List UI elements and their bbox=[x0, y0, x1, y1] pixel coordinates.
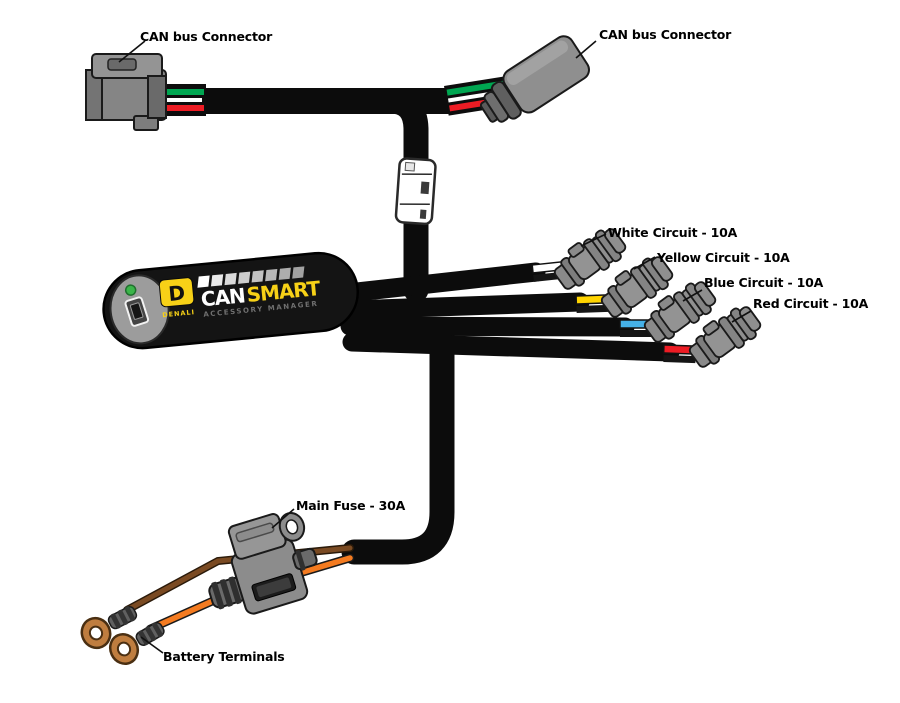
logo-squares bbox=[197, 266, 305, 288]
label-can-left: CAN bus Connector bbox=[140, 29, 273, 44]
battery-terminal-ground bbox=[80, 606, 138, 650]
usb-port bbox=[124, 296, 150, 327]
label-yellow-circuit: Yellow Circuit - 10A bbox=[656, 250, 790, 265]
label-can-right: CAN bus Connector bbox=[599, 27, 732, 42]
can-connector-left bbox=[85, 53, 167, 131]
leader-can-left bbox=[118, 40, 146, 63]
logo-emblem bbox=[158, 277, 195, 308]
label-battery-terminals: Battery Terminals bbox=[163, 649, 285, 664]
cansmart-unit: D DENALI CAN SMART ACCESSORY MANAGER bbox=[102, 251, 359, 350]
battery-terminal-positive bbox=[108, 622, 165, 665]
can-connector-right bbox=[479, 35, 590, 123]
label-main-fuse: Main Fuse - 30A bbox=[296, 498, 406, 513]
denali-logo: D DENALI CAN SMART ACCESSORY MANAGER bbox=[158, 266, 322, 319]
inline-connector-clip bbox=[394, 157, 437, 226]
leader-main-fuse bbox=[271, 508, 295, 529]
leader-blue-circuit bbox=[682, 289, 703, 302]
logo-emblem-letter: D bbox=[167, 280, 186, 305]
leader-can-right bbox=[575, 40, 597, 59]
power-cable bbox=[341, 319, 455, 565]
leader-red-circuit bbox=[731, 310, 752, 323]
label-blue-circuit: Blue Circuit - 10A bbox=[704, 275, 824, 290]
status-led bbox=[124, 284, 137, 296]
circuit-cable-red bbox=[342, 332, 680, 362]
circuit-cable-blue bbox=[340, 316, 635, 337]
label-red-circuit: Red Circuit - 10A bbox=[753, 296, 869, 311]
circuit-cable-yellow bbox=[340, 292, 590, 320]
leader-battery-terminals bbox=[140, 636, 164, 654]
leader-white-circuit bbox=[580, 233, 607, 247]
leader-yellow-circuit bbox=[633, 256, 656, 270]
brand-text: DENALI bbox=[162, 308, 195, 319]
circuit-cable-white bbox=[338, 262, 546, 303]
main-fuse-holder bbox=[208, 512, 318, 615]
label-white-circuit: White Circuit - 10A bbox=[608, 225, 738, 240]
device-name-can: CAN bbox=[200, 283, 246, 311]
